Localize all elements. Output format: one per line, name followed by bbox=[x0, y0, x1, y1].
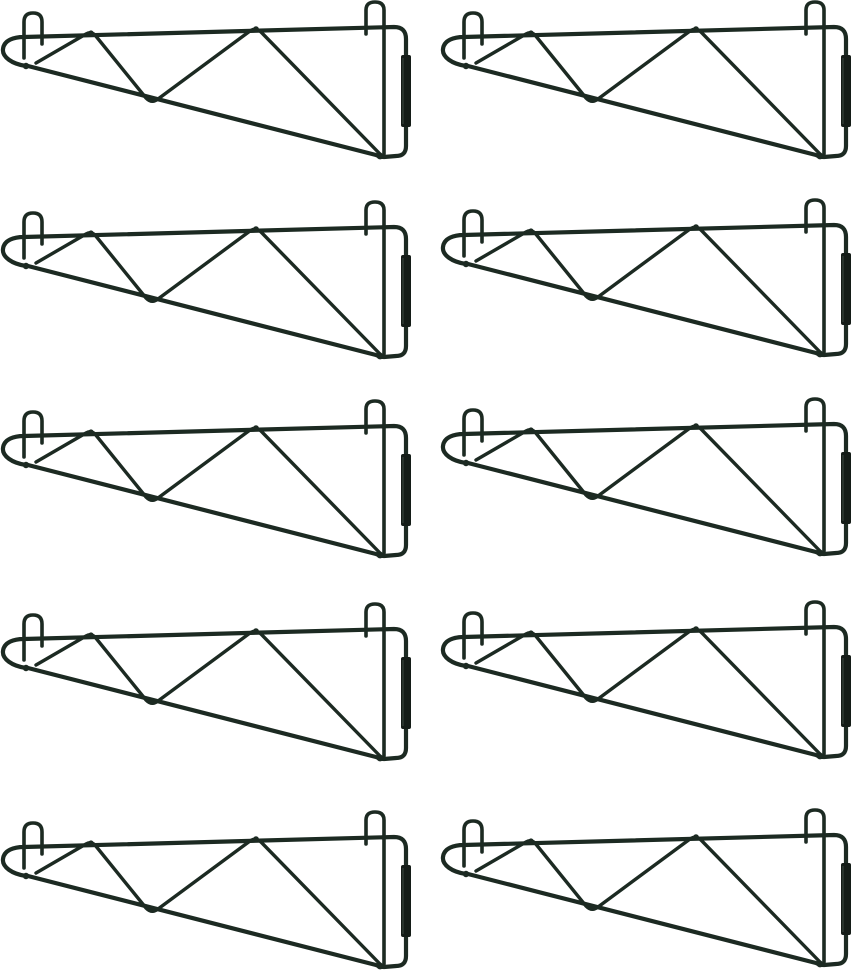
wire-bracket-image bbox=[440, 600, 852, 765]
wire-bracket-image bbox=[440, 808, 852, 973]
bracket-icon bbox=[440, 397, 852, 562]
wire-bracket-image bbox=[440, 198, 852, 363]
bracket-icon bbox=[440, 0, 852, 165]
bracket-icon bbox=[440, 198, 852, 363]
wire-bracket-image bbox=[0, 0, 415, 165]
bracket-icon bbox=[0, 810, 415, 975]
wire-bracket-image bbox=[0, 810, 415, 975]
bracket-icon bbox=[0, 602, 415, 767]
bracket-icon bbox=[440, 808, 852, 973]
bracket-icon bbox=[0, 399, 415, 564]
wire-bracket-image bbox=[0, 602, 415, 767]
wire-bracket-image bbox=[0, 399, 415, 564]
bracket-icon bbox=[440, 600, 852, 765]
wire-bracket-image bbox=[0, 200, 415, 365]
bracket-icon bbox=[0, 0, 415, 165]
bracket-icon bbox=[0, 200, 415, 365]
wire-bracket-image bbox=[440, 397, 852, 562]
wire-bracket-image bbox=[440, 0, 852, 165]
